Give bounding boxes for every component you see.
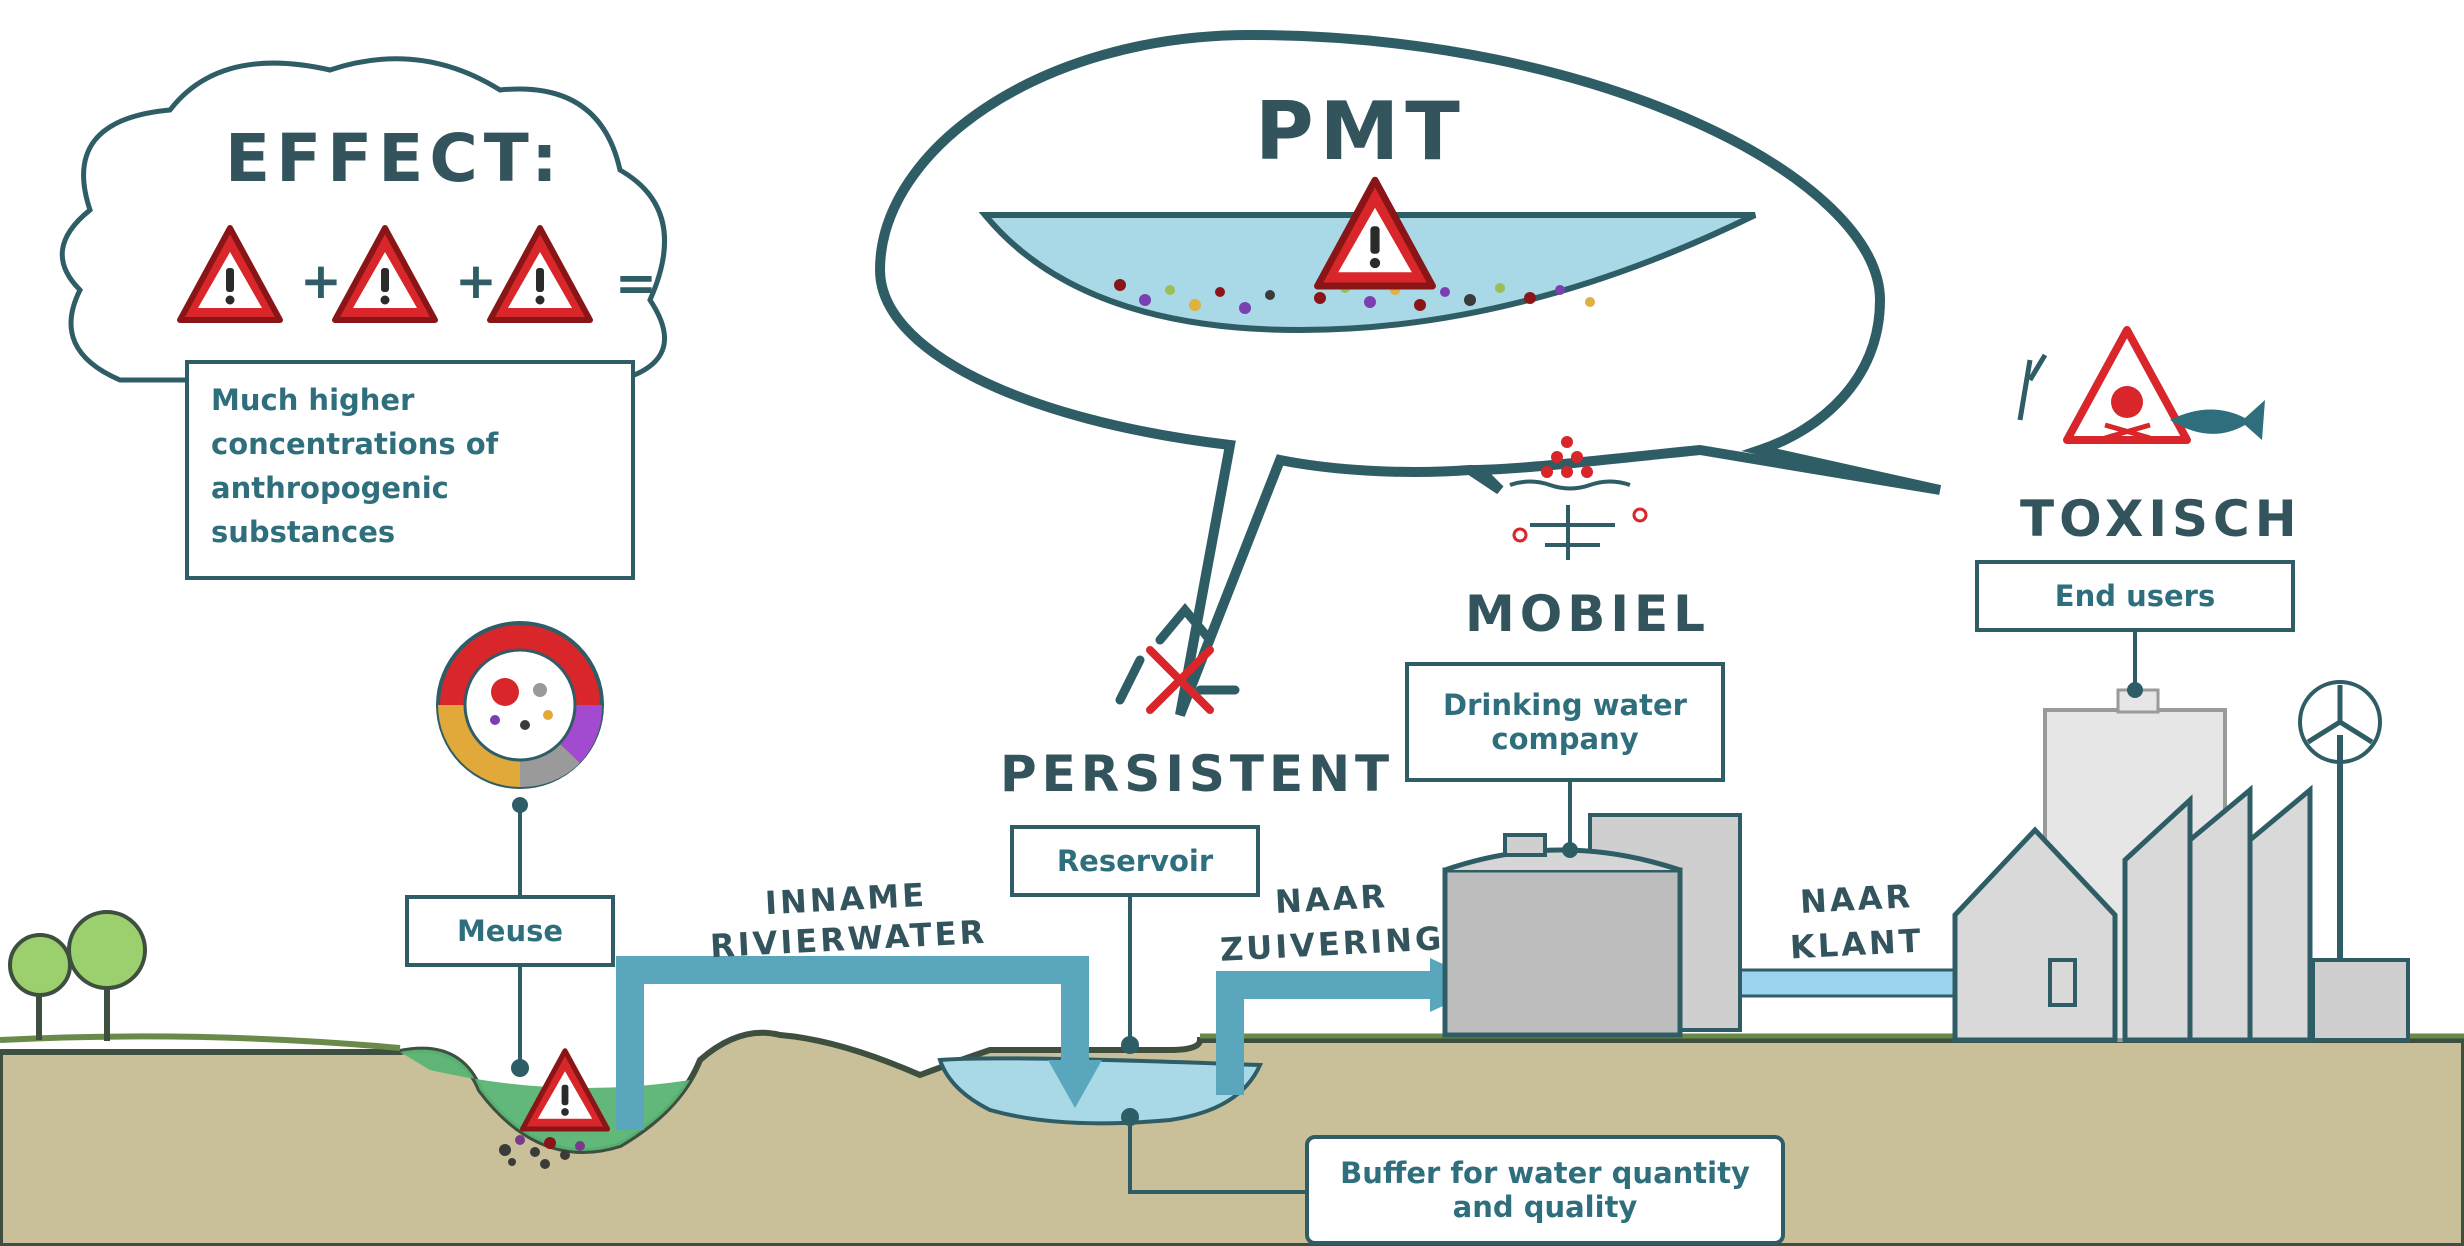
meuse-box: Meuse (405, 895, 615, 967)
drinking-water-company-box: Drinking water company (1405, 662, 1725, 782)
end-users-box: End users (1975, 560, 2295, 632)
recycle-cross-icon (1115, 602, 1240, 714)
persistent-label: PERSISTENT (1000, 745, 1395, 803)
treatment-label-line1: NAAR (1274, 877, 1389, 921)
substance-mix-icon (436, 621, 604, 789)
plus-sign-1: + (300, 252, 342, 310)
effect-description-box: Much higher concentrations of anthropoge… (185, 360, 635, 580)
pmt-speech-bubble (874, 29, 1942, 717)
buffer-box: Buffer for water quantity and quality (1305, 1135, 1785, 1245)
mobile-label: MOBIEL (1465, 585, 1710, 643)
effect-thought-cloud (59, 56, 667, 383)
toxic-skull-icon (2017, 326, 2265, 444)
customer-label-line1: NAAR (1799, 877, 1914, 921)
reservoir-box: Reservoir (1010, 825, 1260, 897)
pmt-title: PMT (1255, 85, 1466, 178)
intake-pipe (616, 956, 1102, 1130)
mobility-icon (1509, 436, 1648, 560)
city-buildings (1952, 680, 2410, 1043)
equals-sign: = (615, 254, 657, 312)
connector-lines (511, 630, 2143, 1194)
drinking-water-plant (1442, 813, 1742, 1038)
river-pollutants (499, 1135, 585, 1169)
customer-label-line2: KLANT (1789, 921, 1925, 967)
effect-title: EFFECT: (225, 120, 564, 197)
plus-sign-2: + (455, 252, 497, 310)
toxic-label: TOXISCH (2020, 490, 2302, 548)
trees (8, 910, 147, 1041)
